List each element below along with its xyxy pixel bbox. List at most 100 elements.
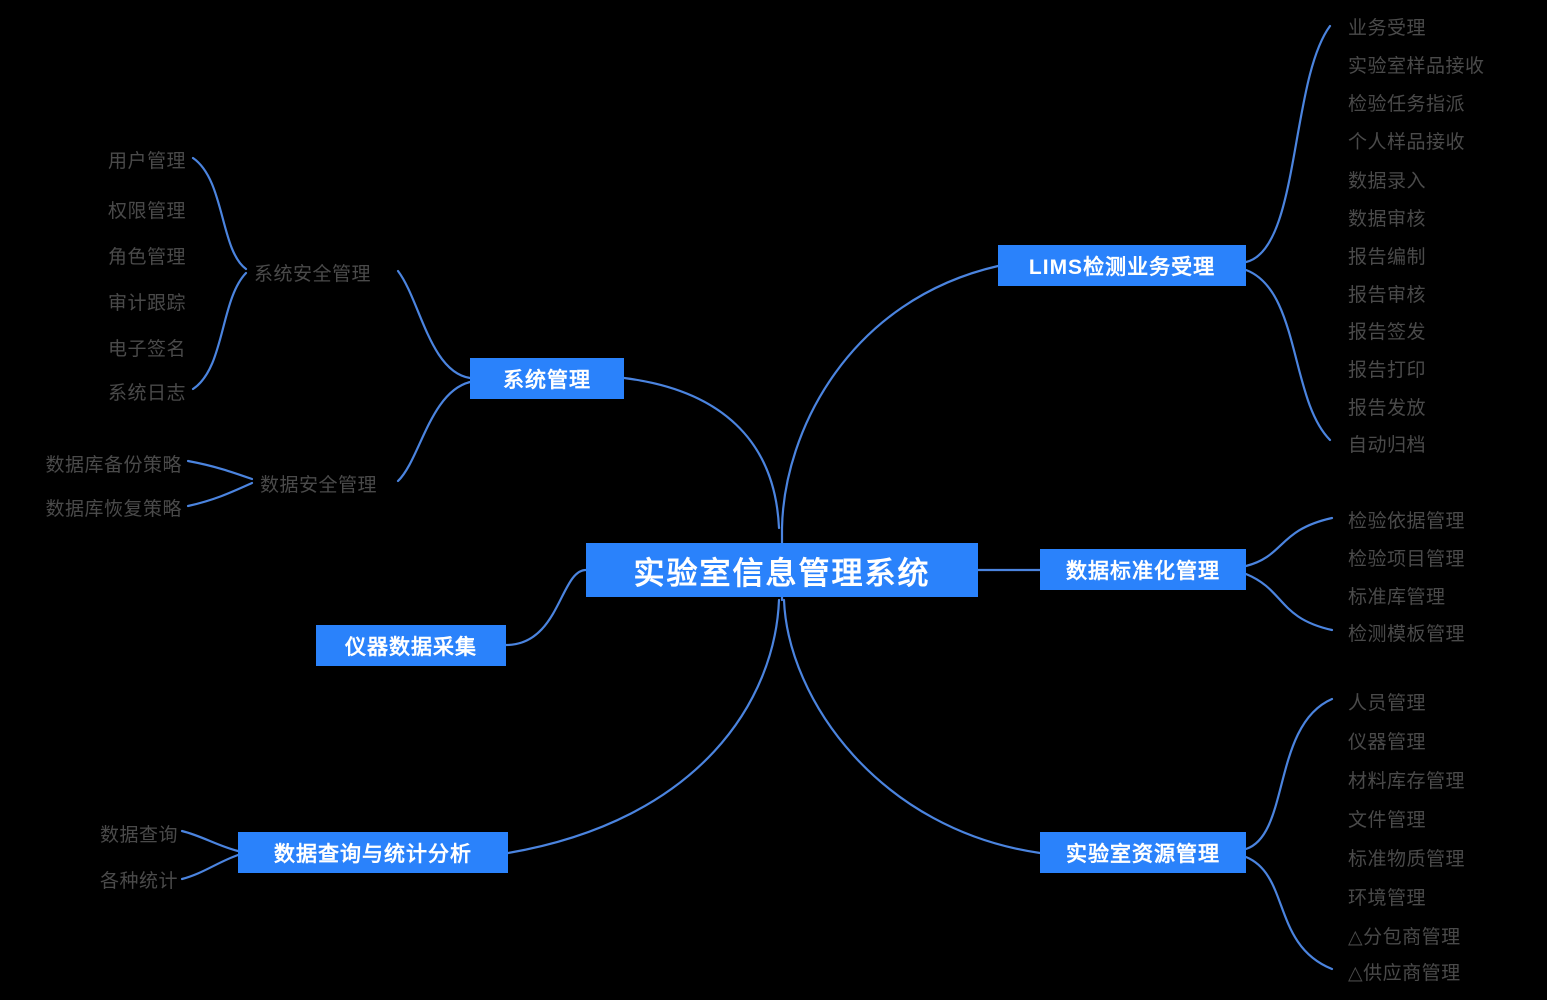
leaf-label: △分包商管理 [1348, 927, 1461, 948]
edge-query-leaves-top [180, 829, 240, 853]
leaf-label: 报告发放 [1348, 398, 1427, 419]
leaf-system-security-0[interactable]: 用户管理 [0, 146, 186, 173]
leaf-lab-resource-2[interactable]: 材料库存管理 [1348, 766, 1465, 793]
edge-datasec-leaves-bot [186, 481, 254, 508]
node-center-label: 实验室信息管理系统 [633, 555, 931, 591]
leaf-data-query-0[interactable]: 数据查询 [0, 820, 178, 847]
leaf-label: 人员管理 [1348, 693, 1427, 714]
leaf-system-security-1[interactable]: 权限管理 [0, 196, 186, 223]
leaf-data-standard-0[interactable]: 检验依据管理 [1348, 506, 1465, 533]
node-data-security[interactable]: 数据安全管理 [260, 470, 377, 497]
leaf-label: 标准物质管理 [1348, 849, 1466, 870]
edge-query-leaves-bot [180, 853, 240, 881]
leaf-data-security-1[interactable]: 数据库恢复策略 [0, 494, 182, 521]
leaf-data-standard-2[interactable]: 标准库管理 [1348, 582, 1446, 609]
node-data-query[interactable]: 数据查询与统计分析 [238, 832, 508, 873]
leaf-label: 检验依据管理 [1348, 511, 1466, 532]
node-system-management-label: 系统管理 [503, 368, 591, 392]
leaf-label: 权限管理 [107, 201, 186, 222]
leaf-data-standard-1[interactable]: 检验项目管理 [1348, 544, 1465, 571]
leaf-lims-5[interactable]: 数据审核 [1348, 204, 1426, 231]
leaf-lims-2[interactable]: 检验任务指派 [1348, 89, 1465, 116]
edge-resource-leaves-top [1244, 697, 1334, 851]
leaf-label: 标准库管理 [1348, 587, 1446, 608]
edge-center-lims [780, 264, 1000, 530]
node-lims[interactable]: LIMS检测业务受理 [998, 245, 1246, 286]
leaf-system-security-3[interactable]: 审计跟踪 [0, 288, 186, 315]
leaf-label: 用户管理 [107, 151, 186, 172]
node-data-query-label: 数据查询与统计分析 [274, 842, 472, 866]
leaf-label: 数据查询 [99, 825, 178, 846]
leaf-label: 报告打印 [1348, 360, 1427, 381]
edge-sysmgmt-security [396, 269, 472, 380]
edge-lims-leaves-top [1244, 24, 1332, 264]
leaf-lab-resource-0[interactable]: 人员管理 [1348, 688, 1426, 715]
node-system-security[interactable]: 系统安全管理 [254, 259, 371, 286]
leaf-label: 数据审核 [1348, 209, 1427, 230]
leaf-label: 业务受理 [1348, 18, 1427, 39]
leaf-lab-resource-1[interactable]: 仪器管理 [1348, 727, 1426, 754]
node-lab-resource[interactable]: 实验室资源管理 [1040, 832, 1246, 873]
edge-center-sysmgmt [622, 376, 781, 530]
node-data-standard-label: 数据标准化管理 [1066, 559, 1220, 583]
leaf-label: 自动归档 [1348, 435, 1427, 456]
leaf-label: 材料库存管理 [1348, 771, 1466, 792]
leaf-system-security-5[interactable]: 系统日志 [0, 378, 186, 405]
leaf-data-security-0[interactable]: 数据库备份策略 [0, 450, 182, 477]
leaf-data-standard-3[interactable]: 检测模板管理 [1348, 619, 1465, 646]
leaf-label: 数据库备份策略 [45, 455, 182, 476]
node-center[interactable]: 实验室信息管理系统 [586, 543, 978, 597]
leaf-label: 实验室样品接收 [1348, 56, 1485, 77]
leaf-lims-1[interactable]: 实验室样品接收 [1348, 51, 1485, 78]
leaf-lab-resource-4[interactable]: 标准物质管理 [1348, 844, 1465, 871]
leaf-lims-10[interactable]: 报告发放 [1348, 393, 1426, 420]
edge-standard-leaves-bot [1244, 572, 1334, 632]
edge-center-resource [782, 598, 1042, 855]
leaf-system-security-4[interactable]: 电子签名 [0, 334, 186, 361]
edge-lims-leaves-bot [1244, 268, 1332, 442]
leaf-label: 数据录入 [1348, 171, 1427, 192]
leaf-lab-resource-7[interactable]: △供应商管理 [1348, 958, 1461, 985]
leaf-lims-6[interactable]: 报告编制 [1348, 242, 1426, 269]
leaf-label: 检验项目管理 [1348, 549, 1466, 570]
edge-datasec-leaves-top [186, 459, 254, 481]
edge-resource-leaves-bot [1244, 855, 1334, 971]
leaf-label: 文件管理 [1348, 810, 1427, 831]
leaf-lims-8[interactable]: 报告签发 [1348, 317, 1426, 344]
leaf-lims-7[interactable]: 报告审核 [1348, 280, 1426, 307]
leaf-lims-11[interactable]: 自动归档 [1348, 430, 1426, 457]
edge-sysmgmt-datasec [396, 380, 472, 483]
leaf-lims-4[interactable]: 数据录入 [1348, 166, 1426, 193]
leaf-data-query-1[interactable]: 各种统计 [0, 866, 178, 893]
leaf-label: 角色管理 [107, 247, 186, 268]
leaf-lab-resource-6[interactable]: △分包商管理 [1348, 922, 1461, 949]
edge-security-leaves-top [191, 156, 248, 271]
leaf-label: 检测模板管理 [1348, 624, 1466, 645]
node-data-standard[interactable]: 数据标准化管理 [1040, 549, 1246, 590]
edge-security-leaves-bot [191, 271, 248, 391]
leaf-label: 个人样品接收 [1348, 132, 1466, 153]
leaf-system-security-2[interactable]: 角色管理 [0, 242, 186, 269]
leaf-label: 报告审核 [1348, 285, 1427, 306]
node-system-security-label: 系统安全管理 [254, 264, 372, 285]
edge-center-query [506, 598, 781, 855]
leaf-label: 电子签名 [107, 339, 186, 360]
leaf-label: 数据库恢复策略 [45, 499, 182, 520]
leaf-lims-9[interactable]: 报告打印 [1348, 355, 1426, 382]
leaf-label: 系统日志 [107, 383, 186, 404]
leaf-lab-resource-3[interactable]: 文件管理 [1348, 805, 1426, 832]
leaf-label: 仪器管理 [1348, 732, 1427, 753]
node-lims-label: LIMS检测业务受理 [1028, 255, 1216, 279]
leaf-lims-3[interactable]: 个人样品接收 [1348, 127, 1465, 154]
node-system-management[interactable]: 系统管理 [470, 358, 624, 399]
node-lab-resource-label: 实验室资源管理 [1066, 842, 1220, 866]
leaf-label: 各种统计 [99, 871, 178, 892]
node-instrument-data[interactable]: 仪器数据采集 [316, 625, 506, 666]
leaf-lab-resource-5[interactable]: 环境管理 [1348, 883, 1426, 910]
leaf-label: 报告编制 [1348, 247, 1427, 268]
leaf-label: 报告签发 [1348, 322, 1427, 343]
leaf-label: 检验任务指派 [1348, 94, 1466, 115]
leaf-lims-0[interactable]: 业务受理 [1348, 13, 1426, 40]
